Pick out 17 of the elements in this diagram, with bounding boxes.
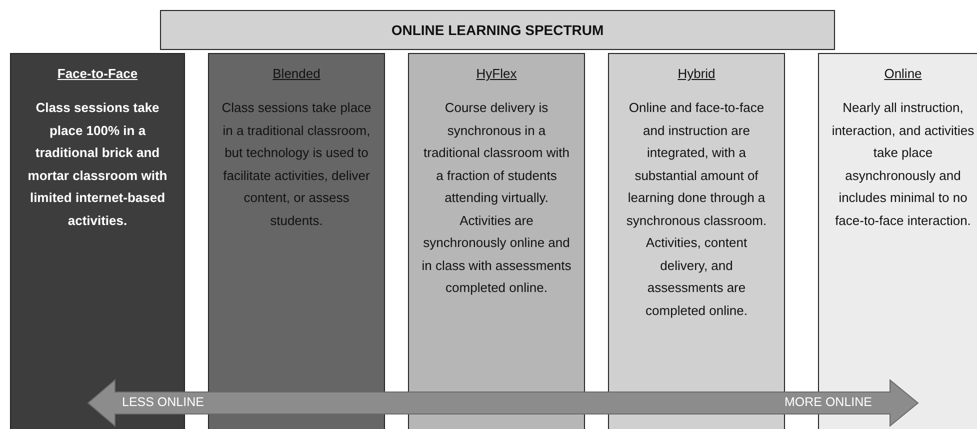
spectrum-title: ONLINE LEARNING SPECTRUM (391, 22, 604, 38)
column-description: Nearly all instruction, interaction, and activities take place asynchronously and includes minimal to no face-to-face interaction. (831, 99, 975, 230)
column-description: Class sessions take place 100% in a traditional brick and mortar classroom with limited internet-based activities. (26, 99, 168, 230)
header-band (160, 10, 835, 50)
column-description: Class sessions take place in a traditional classroom, but technology is used to facilitate activities, deliver content, or assess students. (221, 99, 372, 230)
column-heading: HyFlex (476, 66, 517, 81)
direction-label: LESS ONLINE (122, 395, 204, 409)
column-heading: Face-to-Face (57, 66, 138, 81)
column-heading: Online (884, 66, 922, 81)
column-panel (608, 53, 785, 429)
column-heading: Hybrid (678, 66, 716, 81)
column-panel (408, 53, 585, 429)
direction-label: MORE ONLINE (784, 395, 872, 409)
column-description: Course delivery is synchronous in a traditional classroom with a fraction of students attending virtually. Activities are synchronously online and in class with assessments completed online. (421, 99, 572, 297)
column-heading: Blended (272, 66, 320, 81)
column-panel (208, 53, 385, 429)
column-description: Online and face-to-face and instruction are integrated, with a substantial amount of learning done through a synchronous classroom. Activities, content delivery, and assessments are completed online. (625, 99, 768, 320)
